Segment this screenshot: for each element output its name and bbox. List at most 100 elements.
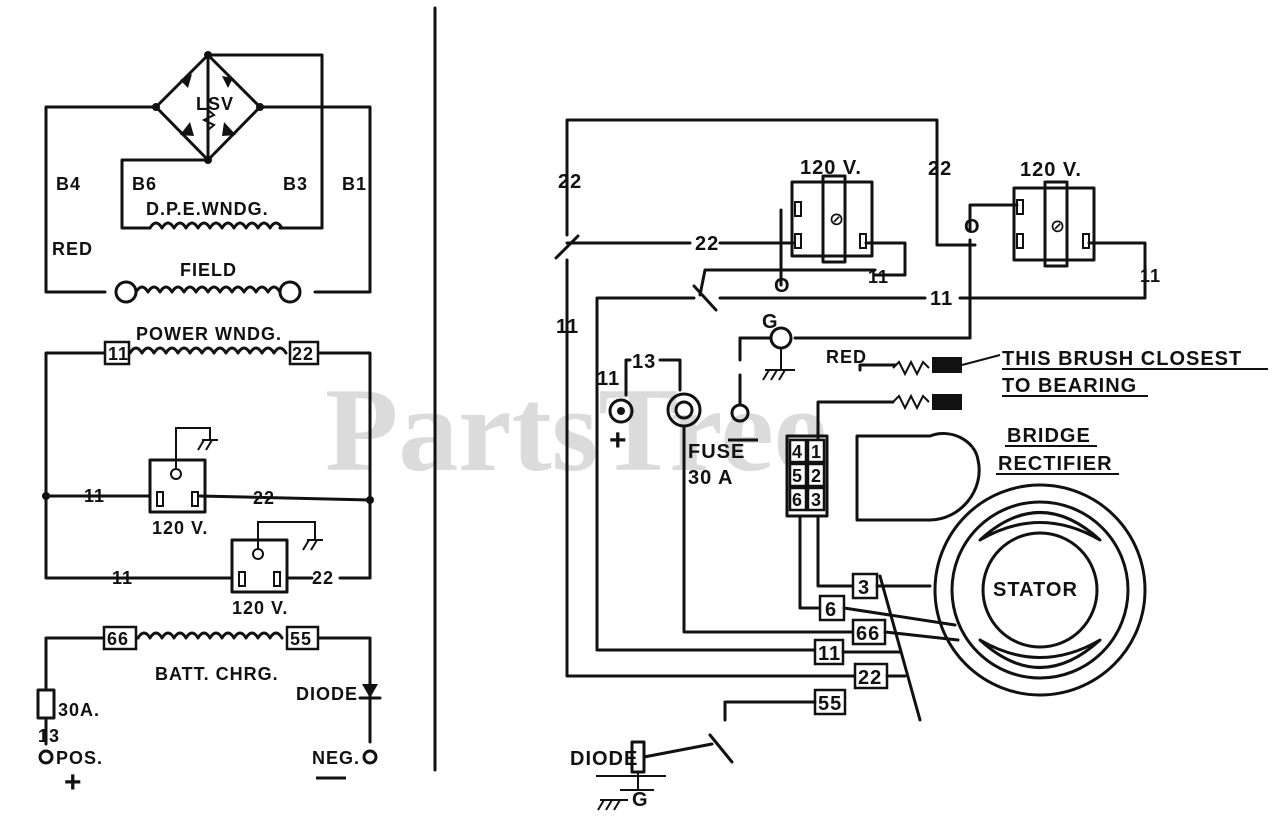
wire-power-right bbox=[316, 351, 372, 580]
label-red: RED bbox=[52, 239, 93, 259]
wire-22-top bbox=[565, 118, 977, 247]
rectifier-terminal-block bbox=[785, 434, 829, 518]
label-11-batt: 11 bbox=[597, 368, 620, 390]
pos-sign: + bbox=[64, 766, 82, 799]
terminal-66-text: 66 bbox=[107, 629, 129, 649]
wire-batt-right bbox=[316, 636, 372, 744]
outlet2-box bbox=[230, 538, 289, 594]
terminal-11-text: 11 bbox=[108, 344, 129, 364]
wire-batt-left bbox=[44, 636, 106, 692]
label-22-top: 22 bbox=[928, 158, 952, 180]
label-outlet2: 120 V. bbox=[232, 598, 288, 618]
wire-11-upper bbox=[698, 268, 877, 297]
label-b1: B1 bbox=[342, 174, 367, 194]
term-22 bbox=[853, 662, 889, 690]
brush-spring-1 bbox=[892, 359, 930, 377]
label-pos: POS. bbox=[56, 748, 103, 768]
rect-term-3: 3 bbox=[811, 490, 822, 510]
field-coil bbox=[134, 285, 282, 294]
outlet1-right bbox=[790, 180, 874, 258]
label-batt-chrg: BATT. CHRG. bbox=[155, 664, 279, 684]
pos-terminal-right bbox=[608, 398, 634, 424]
label-b3: B3 bbox=[283, 174, 308, 194]
label-fuse-amp: 30 A bbox=[688, 467, 734, 489]
wire-outlet2-11 bbox=[958, 241, 1147, 300]
label-22-mid: 22 bbox=[695, 233, 719, 255]
wire-outlet1-22 bbox=[198, 494, 372, 502]
wire-b6 bbox=[120, 158, 210, 230]
outlet1-box bbox=[148, 458, 207, 514]
label-b4: B4 bbox=[56, 174, 81, 194]
label-dpe-wndg: D.P.E.WNDG. bbox=[146, 199, 269, 219]
rect-term-1: 1 bbox=[811, 442, 822, 462]
terminal-55-text: 55 bbox=[290, 629, 312, 649]
wire-b3 bbox=[206, 53, 324, 230]
wire-11-main bbox=[595, 296, 817, 652]
dpe-winding-coil bbox=[148, 221, 284, 230]
label-11-left: 11 bbox=[556, 316, 579, 338]
term-3-text: 3 bbox=[858, 577, 870, 599]
neg-sign: — bbox=[316, 760, 346, 793]
diode-connector bbox=[708, 733, 734, 764]
label-13: 13 bbox=[38, 726, 60, 746]
connector-11 bbox=[692, 284, 718, 312]
label-22-left: 22 bbox=[558, 171, 582, 193]
pos-sign-right: + bbox=[609, 424, 627, 457]
label-11-mid: 11 bbox=[930, 288, 953, 310]
rect-term-6: 6 bbox=[792, 490, 803, 510]
label-neg: NEG. bbox=[312, 748, 360, 768]
neg-sign-right: — bbox=[728, 422, 758, 455]
label-g: G bbox=[762, 311, 779, 333]
label-o1: O bbox=[774, 275, 791, 297]
wire-66 bbox=[682, 424, 855, 634]
label-field: FIELD bbox=[180, 260, 237, 280]
fuse-symbol bbox=[36, 688, 56, 720]
term-66-text: 66 bbox=[856, 623, 880, 645]
terminal-22-text: 22 bbox=[292, 344, 314, 364]
power-winding-coil bbox=[128, 346, 288, 355]
outlet1-screw: ⊘ bbox=[829, 209, 845, 229]
pos-terminal bbox=[38, 749, 54, 765]
label-power-wndg: POWER WNDG. bbox=[136, 324, 282, 344]
label-red-right: RED bbox=[826, 347, 867, 367]
terminal-55 bbox=[285, 625, 320, 651]
terminal-22 bbox=[288, 340, 320, 366]
label-stator: STATOR bbox=[993, 579, 1078, 601]
brush-note-line1: THIS BRUSH CLOSEST bbox=[1002, 348, 1242, 370]
label-outlet1-right: 120 V. bbox=[800, 157, 862, 179]
label-wire-22a: 22 bbox=[253, 488, 275, 508]
term-11-text: 11 bbox=[818, 643, 841, 665]
term-55 bbox=[813, 688, 847, 716]
wire-b1 bbox=[258, 105, 372, 294]
bridge-label: LSV bbox=[196, 94, 234, 114]
rectifier-body bbox=[855, 432, 981, 522]
term-66 bbox=[851, 618, 887, 646]
field-brush-left bbox=[114, 280, 138, 304]
brush-2 bbox=[932, 394, 962, 410]
connector-22 bbox=[554, 234, 580, 260]
label-outlet1: 120 V. bbox=[152, 518, 208, 538]
diode-symbol bbox=[362, 684, 378, 698]
term-55-text: 55 bbox=[818, 693, 842, 715]
outlet2-right bbox=[1012, 186, 1096, 262]
label-diode-right: DIODE bbox=[570, 748, 638, 770]
term-6-text: 6 bbox=[825, 599, 837, 621]
label-11-small: 11 bbox=[868, 267, 889, 287]
stator bbox=[933, 483, 1147, 697]
brush-spring-2 bbox=[892, 393, 930, 411]
batt-charge-coil bbox=[136, 631, 284, 640]
brush-1 bbox=[932, 357, 962, 373]
label-11-right: 11 bbox=[1140, 266, 1161, 286]
wire-outlet1-11 bbox=[864, 241, 907, 277]
brush-note-line2: TO BEARING bbox=[1002, 375, 1137, 397]
term-22-text: 22 bbox=[858, 667, 882, 689]
label-g-diode: G bbox=[632, 789, 649, 811]
label-o2: O bbox=[964, 216, 981, 238]
field-brush-right bbox=[278, 280, 302, 304]
wire-22-main bbox=[565, 258, 902, 678]
label-fuse-right: FUSE bbox=[688, 441, 745, 463]
rect-term-4: 4 bbox=[792, 442, 803, 462]
wire-b4 bbox=[44, 105, 158, 294]
